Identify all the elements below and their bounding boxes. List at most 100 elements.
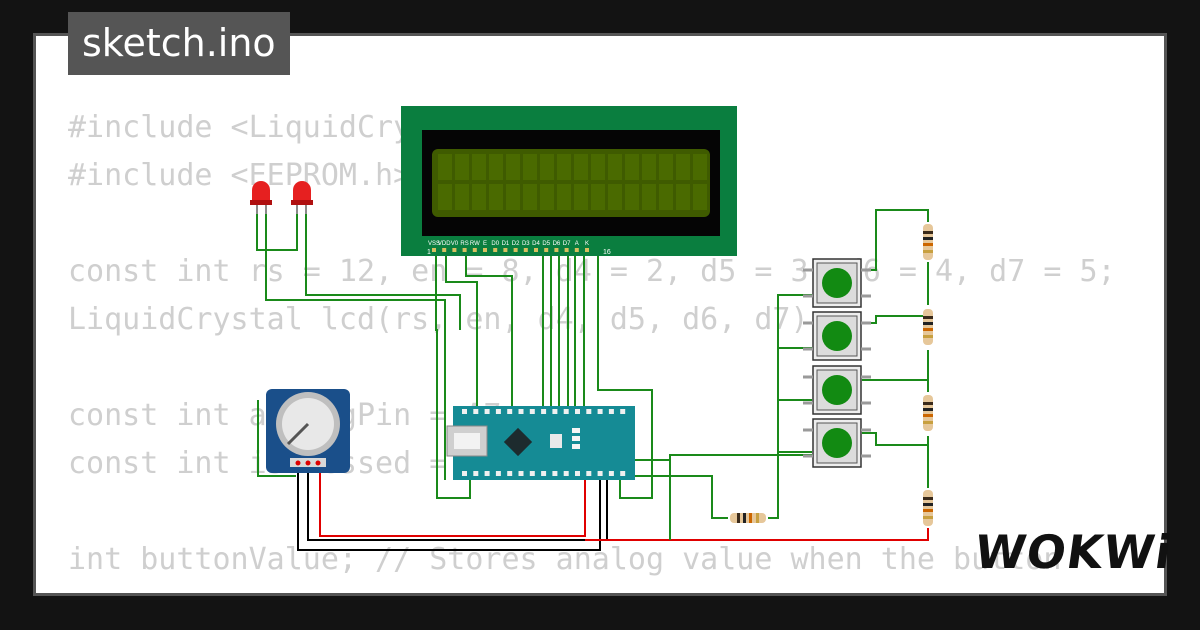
potentiometer-icon[interactable] — [266, 389, 350, 473]
nano-pin[interactable] — [484, 409, 490, 414]
lcd-pin[interactable] — [513, 248, 518, 252]
lcd-pin[interactable] — [442, 248, 447, 252]
code-background: #include <LiquidCrystal.h> #include <EEP… — [68, 110, 1164, 593]
lcd-pin-end: 16 — [603, 249, 611, 256]
lcd-cell — [625, 184, 639, 210]
pushbutton-icon[interactable] — [803, 418, 871, 468]
lcd-pin-label: E — [483, 241, 487, 247]
nano-pin[interactable] — [608, 409, 614, 414]
lcd-pin[interactable] — [472, 248, 477, 252]
lcd-pin[interactable] — [564, 248, 569, 252]
wire-btn4-right — [862, 432, 928, 446]
wire-vcc-rail — [585, 528, 929, 541]
lcd-cell — [523, 184, 537, 210]
nano-pin[interactable] — [529, 409, 535, 414]
nano-pin[interactable] — [586, 409, 592, 414]
lcd-cell — [489, 184, 503, 210]
lcd-pin[interactable] — [574, 248, 579, 252]
nano-pin[interactable] — [495, 409, 501, 414]
lcd-cell — [455, 184, 469, 210]
wire-led1 — [256, 210, 298, 251]
nano-pin[interactable] — [575, 409, 580, 414]
pushbutton-icon[interactable] — [803, 258, 871, 308]
lcd-cell — [574, 154, 588, 180]
nano-pin[interactable] — [507, 471, 513, 476]
wire-lcd-c — [465, 250, 513, 408]
nano-pin[interactable] — [620, 409, 626, 414]
red-led-icon[interactable] — [291, 181, 313, 214]
lcd-cell — [540, 154, 554, 180]
wire-led1-to-nano — [265, 210, 446, 480]
lcd-cell — [591, 184, 605, 210]
nano-pin[interactable] — [541, 471, 547, 476]
lcd-pin[interactable] — [554, 248, 559, 252]
lcd-pin[interactable] — [544, 248, 549, 252]
lcd-cell — [676, 184, 690, 210]
nano-pin[interactable] — [597, 409, 603, 414]
lcd-cell — [625, 154, 639, 180]
lcd-pin[interactable] — [483, 248, 487, 252]
pushbutton-icon[interactable] — [803, 365, 871, 415]
nano-pin[interactable] — [495, 471, 501, 476]
wire-lcd-j — [597, 250, 653, 499]
wire-pot-wiper — [257, 400, 296, 477]
lcd-cell — [608, 154, 622, 180]
wire-pot-gnd2 — [307, 466, 608, 541]
lcd-cell — [523, 154, 537, 180]
lcd-cell — [557, 154, 571, 180]
lcd-pin-label: V0 — [451, 241, 459, 247]
lcd-cell — [455, 154, 469, 180]
nano-pin[interactable] — [552, 409, 558, 414]
nano-pin[interactable] — [473, 409, 479, 414]
wire-lcd-b — [445, 250, 478, 408]
lcd-pin[interactable] — [452, 248, 457, 252]
lcd-pin[interactable] — [432, 248, 436, 252]
nano-pin[interactable] — [541, 409, 547, 414]
lcd-cell — [489, 154, 503, 180]
nano-pin[interactable] — [575, 471, 580, 476]
wire-btn2-right — [862, 315, 928, 324]
lcd-pin-label: D0 — [491, 241, 499, 247]
nano-pin[interactable] — [473, 471, 479, 476]
nano-pin[interactable] — [529, 471, 535, 476]
pushbutton-icon[interactable] — [803, 311, 871, 361]
lcd-cell — [472, 184, 486, 210]
lcd-pin[interactable] — [503, 248, 508, 252]
nano-pin[interactable] — [518, 471, 524, 476]
nano-pin[interactable] — [608, 471, 614, 476]
red-led-icon[interactable] — [250, 181, 272, 214]
lcd-pin[interactable] — [585, 248, 589, 252]
lcd-pin-label: D2 — [512, 241, 520, 247]
nano-pin[interactable] — [563, 409, 569, 414]
nano-pin[interactable] — [597, 471, 603, 476]
lcd-pin-start: 1 — [427, 249, 431, 256]
nano-pin[interactable] — [552, 471, 558, 476]
lcd-pin[interactable] — [493, 248, 498, 252]
wire-res-btn — [768, 294, 812, 519]
nano-header-pins — [462, 409, 626, 476]
nano-pin[interactable] — [518, 409, 524, 414]
pushbuttons[interactable] — [803, 258, 871, 468]
wire-led2-to-nano — [305, 210, 461, 330]
lcd-pin[interactable] — [462, 248, 467, 252]
lcd-cell — [591, 154, 605, 180]
nano-pin[interactable] — [563, 471, 569, 476]
nano-pin[interactable] — [507, 409, 513, 414]
lcd-pin-label: D3 — [522, 241, 530, 247]
nano-pin[interactable] — [462, 471, 467, 476]
nano-pin[interactable] — [484, 471, 490, 476]
resistor-icon — [923, 490, 933, 526]
resistor-icon — [730, 513, 766, 523]
lcd-pin-label: D6 — [553, 241, 561, 247]
nano-pin[interactable] — [620, 471, 626, 476]
lcd-pin[interactable] — [523, 248, 528, 252]
nano-pin[interactable] — [462, 409, 467, 414]
lcd-cell — [693, 154, 707, 180]
lcd-pin-label: D4 — [532, 241, 540, 247]
arduino-nano-board-icon[interactable] — [446, 406, 635, 480]
lcd-pin[interactable] — [534, 248, 538, 252]
nano-pin[interactable] — [586, 471, 592, 476]
